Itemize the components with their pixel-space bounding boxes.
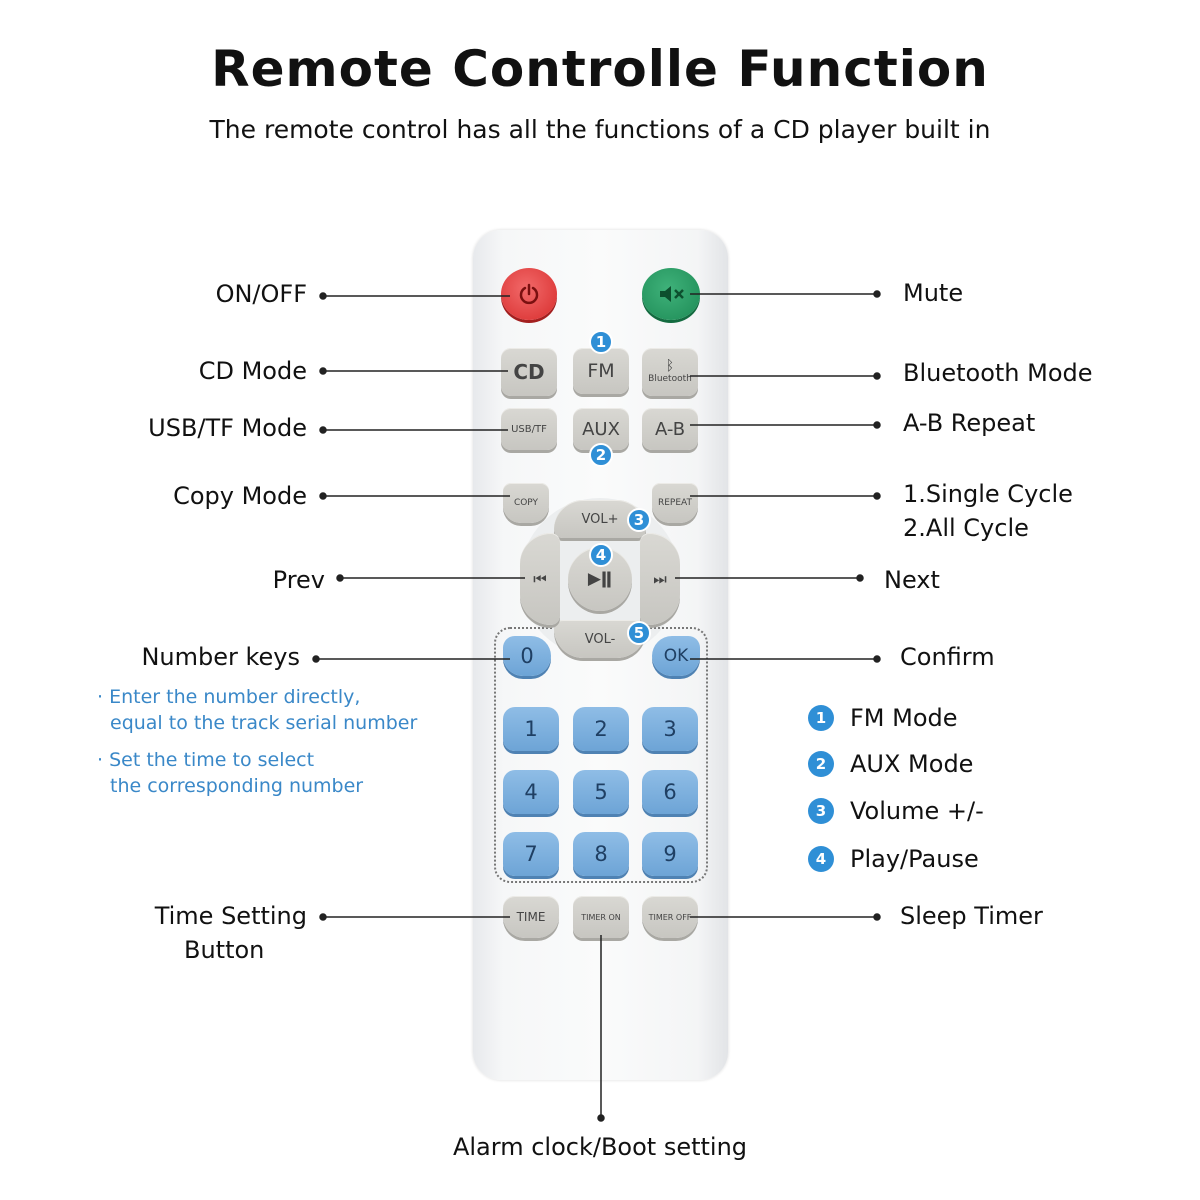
key-5[interactable]: 5 bbox=[573, 770, 629, 814]
label-number-keys: Number keys bbox=[141, 643, 300, 671]
note-line-3: · Set the time to select bbox=[97, 749, 315, 771]
label-confirm: Confirm bbox=[900, 643, 995, 671]
label-on-off: ON/OFF bbox=[215, 280, 307, 308]
label-bluetooth-mode: Bluetooth Mode bbox=[903, 359, 1093, 387]
legend-item-play-pause: 4 Play/Pause bbox=[808, 845, 979, 873]
timer-off-button[interactable]: TIMER OFF bbox=[642, 896, 698, 938]
legend-text: FM Mode bbox=[850, 704, 958, 732]
label-cd-mode: CD Mode bbox=[198, 357, 307, 385]
copy-button[interactable]: COPY bbox=[503, 483, 549, 523]
aux-button[interactable]: AUX bbox=[573, 408, 629, 450]
label-next: Next bbox=[884, 566, 940, 594]
label-prev: Prev bbox=[272, 566, 325, 594]
bluetooth-button[interactable]: ᛒ Bluetooth bbox=[642, 348, 698, 396]
key-9[interactable]: 9 bbox=[642, 832, 698, 876]
key-0[interactable]: 0 bbox=[503, 636, 551, 676]
legend-item-aux: 2 AUX Mode bbox=[808, 750, 973, 778]
label-sleep-timer: Sleep Timer bbox=[900, 902, 1043, 930]
key-3[interactable]: 3 bbox=[642, 707, 698, 751]
badge-aux: 2 bbox=[589, 443, 613, 467]
legend-item-volume: 3 Volume +/- bbox=[808, 797, 984, 825]
key-1[interactable]: 1 bbox=[503, 707, 559, 751]
legend-badge: 3 bbox=[808, 798, 834, 824]
prev-button[interactable]: ⏮ bbox=[520, 533, 560, 625]
ab-repeat-button[interactable]: A-B bbox=[642, 408, 698, 450]
legend-text: Volume +/- bbox=[850, 797, 984, 825]
legend-text: AUX Mode bbox=[850, 750, 974, 778]
key-7[interactable]: 7 bbox=[503, 832, 559, 876]
label-mute: Mute bbox=[903, 279, 964, 307]
badge-vol-up: 3 bbox=[627, 508, 651, 532]
key-6[interactable]: 6 bbox=[642, 770, 698, 814]
bluetooth-icon: ᛒ bbox=[665, 358, 675, 374]
power-button[interactable] bbox=[501, 268, 557, 320]
legend-badge: 2 bbox=[808, 751, 834, 777]
ok-button[interactable]: OK bbox=[652, 636, 700, 676]
note-line-1: · Enter the number directly, bbox=[97, 686, 361, 708]
legend-item-fm: 1 FM Mode bbox=[808, 704, 958, 732]
repeat-button[interactable]: REPEAT bbox=[652, 483, 698, 523]
cd-button[interactable]: CD bbox=[501, 348, 557, 396]
label-single-cycle: 1.Single Cycle bbox=[903, 480, 1073, 508]
badge-play-pause: 4 bbox=[589, 543, 613, 567]
page-subtitle: The remote control has all the functions… bbox=[209, 115, 991, 144]
label-alarm-boot: Alarm clock/Boot setting bbox=[452, 1133, 748, 1161]
time-button[interactable]: TIME bbox=[503, 896, 559, 938]
power-icon bbox=[519, 283, 539, 305]
label-time-setting-button: Button bbox=[184, 936, 265, 964]
key-4[interactable]: 4 bbox=[503, 770, 559, 814]
usb-tf-button[interactable]: USB/TF bbox=[501, 408, 557, 450]
note-line-2: equal to the track serial number bbox=[110, 712, 418, 734]
timer-on-button[interactable]: TIMER ON bbox=[573, 896, 629, 938]
page-title: Remote Controlle Function bbox=[211, 40, 989, 98]
label-ab-repeat: A-B Repeat bbox=[903, 409, 1036, 437]
bluetooth-button-label: Bluetooth bbox=[648, 374, 692, 384]
note-line-4: the corresponding number bbox=[110, 775, 364, 797]
label-all-cycle: 2.All Cycle bbox=[903, 514, 1029, 542]
mute-icon bbox=[660, 286, 684, 302]
fm-button[interactable]: FM bbox=[573, 348, 629, 394]
next-button[interactable]: ⏭ bbox=[640, 533, 680, 625]
key-2[interactable]: 2 bbox=[573, 707, 629, 751]
key-8[interactable]: 8 bbox=[573, 832, 629, 876]
label-time-setting: Time Setting bbox=[154, 902, 307, 930]
label-usb-tf-mode: USB/TF Mode bbox=[148, 414, 307, 442]
legend-badge: 1 bbox=[808, 705, 834, 731]
legend-text: Play/Pause bbox=[850, 845, 979, 873]
label-copy-mode: Copy Mode bbox=[173, 482, 307, 510]
badge-fm: 1 bbox=[589, 330, 613, 354]
badge-vol-down: 5 bbox=[627, 621, 651, 645]
legend-badge: 4 bbox=[808, 846, 834, 872]
